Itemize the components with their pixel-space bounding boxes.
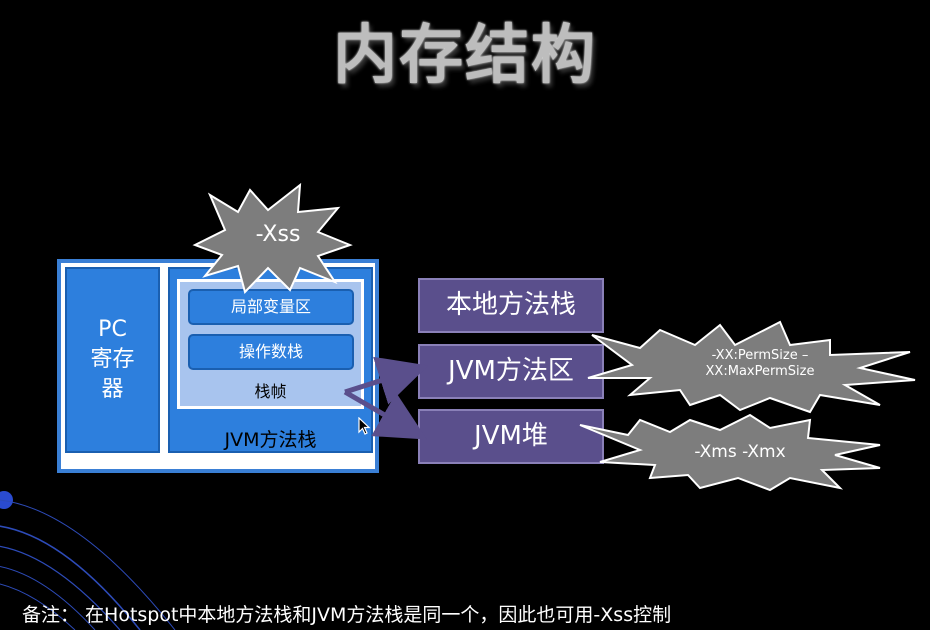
operand-stack: 操作数栈 bbox=[188, 334, 354, 370]
decor-line bbox=[0, 525, 141, 630]
jvm-method-area-block: JVM方法区 bbox=[418, 344, 604, 399]
decor-line bbox=[0, 499, 176, 630]
mouse-cursor-icon bbox=[358, 417, 371, 435]
decor-line bbox=[0, 545, 121, 630]
heap-burst-text: -Xms -Xmx bbox=[694, 442, 786, 462]
pc-register-line: 器 bbox=[101, 377, 124, 402]
pc-register-block: PC 寄存 器 bbox=[65, 267, 160, 453]
decor-line bbox=[0, 583, 76, 630]
footnote: 备注： 在Hotspot中本地方法栈和JVM方法栈是同一个，因此也可用-Xss控… bbox=[22, 604, 672, 626]
decor-line bbox=[0, 566, 96, 630]
pc-register-line: 寄存 bbox=[90, 347, 135, 372]
stack-frame-label: 栈帧 bbox=[254, 382, 287, 401]
decor-orb bbox=[0, 491, 13, 509]
jvm-stack-label: JVM方法栈 bbox=[224, 429, 317, 451]
slide-title: 内存结构 bbox=[333, 19, 597, 93]
permsize-line: -XX:PermSize – bbox=[711, 348, 809, 363]
maxpermsize-line: XX:MaxPermSize bbox=[705, 363, 815, 379]
decorative-swoosh bbox=[0, 491, 176, 630]
xss-burst-text: -Xss bbox=[255, 222, 301, 247]
permsize-burst-text: -XX:PermSize – XX:MaxPermSize bbox=[680, 348, 840, 379]
local-variable-area: 局部变量区 bbox=[188, 289, 354, 325]
pc-register-line: PC bbox=[98, 317, 127, 342]
jvm-heap-block: JVM堆 bbox=[418, 409, 604, 464]
native-method-stack-block: 本地方法栈 bbox=[418, 278, 604, 333]
